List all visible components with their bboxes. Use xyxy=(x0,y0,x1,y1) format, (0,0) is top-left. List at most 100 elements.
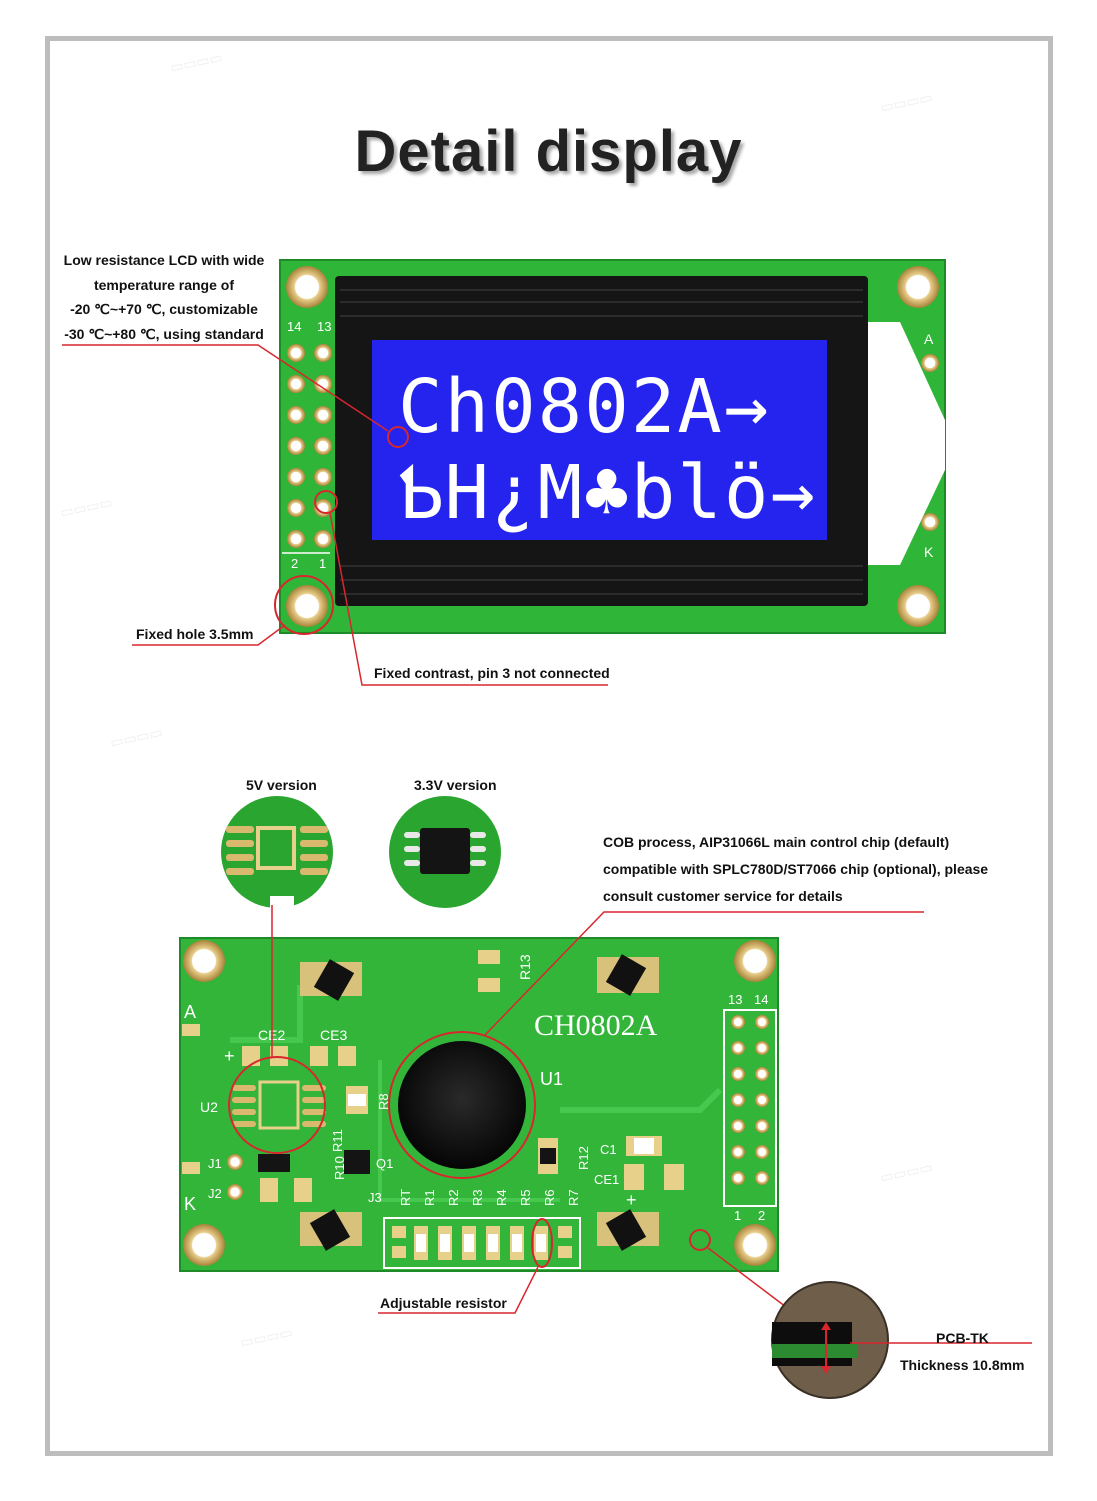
callout-marker xyxy=(388,1031,536,1179)
fixed-hole-note: Fixed hole 3.5mm xyxy=(136,626,254,642)
version-5v-label: 5V version xyxy=(246,777,317,793)
label-r4: R4 xyxy=(494,1189,509,1206)
mount-hole xyxy=(286,585,328,627)
pin-pad xyxy=(287,530,305,548)
back-pin-14: 14 xyxy=(754,992,768,1007)
mount-hole xyxy=(734,1224,776,1266)
lcd-temp-line-3: -20 ℃~+70 ℃, customizable xyxy=(70,301,258,317)
fixed-contrast-note: Fixed contrast, pin 3 not connected xyxy=(374,665,610,681)
mount-hole xyxy=(734,940,776,982)
version-3v3-label: 3.3V version xyxy=(414,777,497,793)
label-rt: RT xyxy=(398,1189,413,1206)
label-r7: R7 xyxy=(566,1189,581,1206)
callout-marker xyxy=(689,1229,711,1251)
anode-label: A xyxy=(924,331,934,347)
label-a: A xyxy=(184,1002,196,1022)
pin-pad xyxy=(314,375,332,393)
label-plus: + xyxy=(224,1046,235,1066)
lcd-screen xyxy=(372,340,827,540)
label-r6: R6 xyxy=(542,1189,557,1206)
mount-hole xyxy=(897,585,939,627)
callout-marker xyxy=(314,490,338,514)
lcd-temp-note: Low resistance LCD with wide temperature… xyxy=(60,248,268,346)
callout-leader xyxy=(62,344,389,432)
mount-hole xyxy=(183,940,225,982)
lcd-line-1: Ch0802A→ xyxy=(398,364,770,450)
thickness-label: Thickness 10.8mm xyxy=(900,1357,1025,1373)
label-k: K xyxy=(184,1194,196,1214)
callout-leader xyxy=(707,1247,791,1311)
label-u1: U1 xyxy=(540,1069,563,1089)
lcd-line-2: ƄH¿M♣blö→ xyxy=(398,450,817,536)
callout-marker xyxy=(531,1218,553,1268)
pin-pad xyxy=(287,468,305,486)
label-ce1: CE1 xyxy=(594,1172,619,1187)
label-c1: C1 xyxy=(600,1142,617,1157)
backlight-pad xyxy=(921,354,939,372)
callout-leader xyxy=(378,1266,539,1314)
mount-hole xyxy=(286,266,328,308)
pin-label-1: 1 xyxy=(319,556,326,571)
cathode-label: K xyxy=(924,544,934,560)
label-r12: R12 xyxy=(576,1146,591,1170)
resistor-array xyxy=(392,1226,572,1260)
label-r13: R13 xyxy=(517,954,533,980)
page-title: Detail display xyxy=(354,119,743,184)
backlight-pad xyxy=(921,513,939,531)
pin-label-14: 14 xyxy=(287,319,301,334)
label-r3: R3 xyxy=(470,1189,485,1206)
pin-header xyxy=(287,344,332,548)
label-r8: R8 xyxy=(376,1093,391,1110)
label-ce3: CE3 xyxy=(320,1027,347,1043)
lcd-temp-line-4: -30 ℃~+80 ℃, using standard xyxy=(64,325,264,342)
label-j3: J3 xyxy=(368,1190,382,1205)
pin-pad xyxy=(314,406,332,424)
pin-pad xyxy=(287,375,305,393)
cob-note: COB process, AIP31066L main control chip… xyxy=(603,829,1033,910)
adjustable-resistor-note: Adjustable resistor xyxy=(380,1295,507,1311)
cob-line-2: compatible with SPLC780D/ST7066 chip (op… xyxy=(603,861,989,877)
cob-line-1: COB process, AIP31066L main control chip… xyxy=(603,834,950,850)
back-pin-header xyxy=(731,1015,769,1185)
pcb-tk-label: PCB-TK xyxy=(936,1330,989,1346)
callout-marker xyxy=(228,1056,326,1154)
callout-leader xyxy=(132,624,286,646)
lcd-temp-line-2: temperature range of xyxy=(93,276,235,293)
pin-pad xyxy=(287,499,305,517)
backlight-guide xyxy=(866,322,945,565)
back-pin-2: 2 xyxy=(758,1208,765,1223)
label-r11: R11 xyxy=(330,1129,345,1152)
callout-marker xyxy=(274,575,334,635)
callout-leader xyxy=(329,512,608,686)
callout-marker xyxy=(387,426,409,448)
mount-hole xyxy=(183,1224,225,1266)
callout-leader xyxy=(484,911,924,1036)
pin-pad xyxy=(314,437,332,455)
label-j2: J2 xyxy=(208,1186,222,1201)
pin-pad xyxy=(287,437,305,455)
cob-chip xyxy=(398,1041,526,1169)
pin-pad xyxy=(314,344,332,362)
back-pin-1: 1 xyxy=(734,1208,741,1223)
label-r5: R5 xyxy=(518,1189,533,1206)
pin-pad xyxy=(287,406,305,424)
label-q1: Q1 xyxy=(376,1156,393,1171)
version-5v-circle xyxy=(221,796,333,908)
pin-pad xyxy=(314,468,332,486)
label-j1: J1 xyxy=(208,1156,222,1171)
pin-pad xyxy=(287,344,305,362)
lcd-temp-line-1: Low resistance LCD with wide xyxy=(63,252,265,268)
pin-label-2: 2 xyxy=(291,556,298,571)
back-pin-13: 13 xyxy=(728,992,742,1007)
pcb-model: CH0802A xyxy=(534,1009,658,1042)
label-r10: R10 xyxy=(332,1156,347,1180)
cob-line-3: consult customer service for details xyxy=(603,888,843,904)
label-plus-ce1: + xyxy=(626,1190,637,1210)
label-u2: U2 xyxy=(200,1099,218,1115)
label-r2: R2 xyxy=(446,1189,461,1206)
pin-pad xyxy=(314,530,332,548)
label-r1: R1 xyxy=(422,1189,437,1206)
pin-label-13: 13 xyxy=(317,319,331,334)
mount-hole xyxy=(897,266,939,308)
